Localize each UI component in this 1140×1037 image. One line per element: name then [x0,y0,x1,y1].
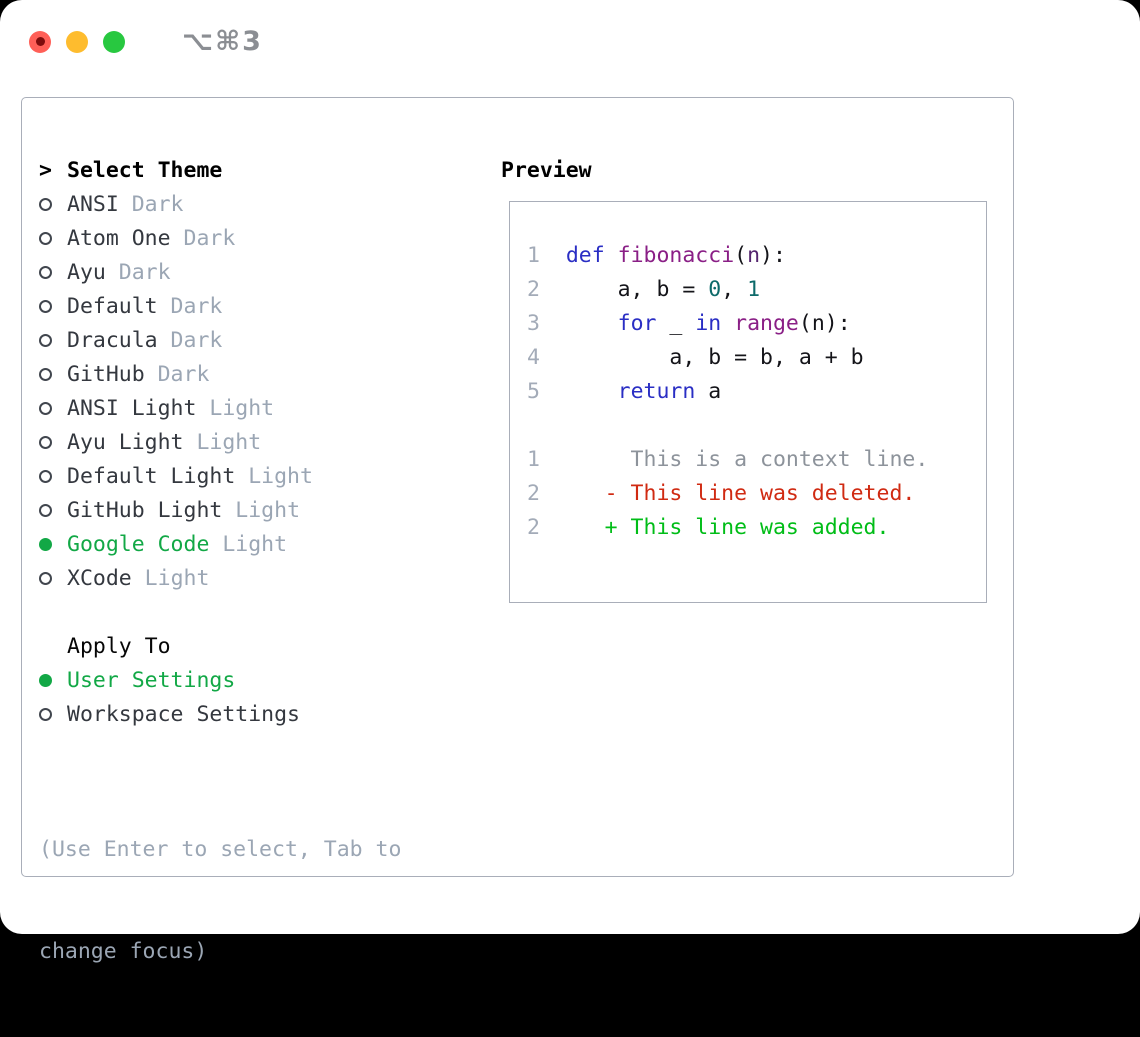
preview-pane: 1 def fibonacci(n): 2 a, b = 0, 1 3 for _ … [509,201,987,603]
close-button[interactable] [29,30,51,53]
code-line: 1 This is a context line. [527,447,929,472]
spacer [39,595,401,629]
theme-option-variant: Dark [170,225,236,251]
theme-option-name: GitHub [67,361,145,387]
apply-to-option[interactable]: User Settings [39,663,401,697]
theme-option[interactable]: XCode Light [39,561,401,595]
code-preview: 1 def fibonacci(n): 2 a, b = 0, 1 3 for _ … [510,202,986,545]
radio-icon [39,707,67,721]
code-line: 2 a, b = 0, 1 [527,277,761,302]
theme-option-variant: Light [235,463,313,489]
radio-icon [39,435,67,449]
theme-option-name: ANSI Light [67,395,197,421]
theme-option-name: Default [67,293,158,319]
radio-icon [39,265,67,279]
theme-option-variant: Light [183,429,262,455]
radio-icon [39,367,67,381]
radio-icon [39,299,67,313]
cursor-caret-icon: > [39,157,52,183]
code-line [527,409,986,443]
apply-to-option-label: User Settings [67,667,236,693]
apply-to-header: Apply To [39,629,401,663]
theme-option[interactable]: Atom One Dark [39,221,401,255]
apply-to-option-label: Workspace Settings [67,701,300,727]
theme-option-name: Dracula [67,327,158,353]
radio-icon [39,401,67,415]
minimize-button[interactable] [66,30,88,53]
theme-option-variant: Dark [157,327,223,353]
zoom-button[interactable] [103,30,125,53]
code-line: 2 + This line was added. [527,515,890,540]
radio-icon [39,469,67,483]
hint-line-2: change focus) [39,939,208,964]
theme-option-variant: Dark [118,191,184,217]
theme-option-variant: Light [222,497,301,523]
theme-option-variant: Light [209,531,288,557]
theme-option-name: Ayu [67,259,106,285]
theme-option[interactable]: Dracula Dark [39,323,401,357]
theme-option[interactable]: Ayu Light Light [39,425,401,459]
theme-option-name: XCode [67,565,132,591]
theme-option-name: Atom One [67,225,171,251]
theme-option[interactable]: ANSI Dark [39,187,401,221]
theme-option[interactable]: ANSI Light Light [39,391,401,425]
radio-selected-icon [39,673,67,687]
theme-option-variant: Light [131,565,210,591]
close-dot-icon [35,37,45,46]
code-line: 1 def fibonacci(n): [527,243,786,268]
radio-icon [39,231,67,245]
theme-option-name: ANSI [67,191,119,217]
radio-icon [39,197,67,211]
apply-to-header-label: Apply To [67,633,171,659]
radio-icon [39,503,67,517]
theme-option-name: Ayu Light [67,429,184,455]
select-theme-header: > Select Theme [39,153,401,187]
theme-option[interactable]: GitHub Light Light [39,493,401,527]
theme-option[interactable]: Google Code Light [39,527,401,561]
radio-icon [39,333,67,347]
theme-option-name: Default Light [67,463,236,489]
theme-option-variant: Dark [105,259,171,285]
theme-option-variant: Light [196,395,275,421]
theme-option[interactable]: GitHub Dark [39,357,401,391]
theme-option-name: Google Code [67,531,210,557]
radio-selected-icon [39,537,67,551]
preview-header: Preview [501,157,592,183]
theme-option[interactable]: Default Light Light [39,459,401,493]
hint-line-1: (Use Enter to select, Tab to [39,837,402,862]
window-title: ⌥⌘3 [182,26,263,57]
theme-option[interactable]: Default Dark [39,289,401,323]
code-line: 4 a, b = b, a + b [527,345,864,370]
code-line: 2 - This line was deleted. [527,481,916,506]
select-theme-header-label: Select Theme [67,157,223,183]
theme-option-variant: Dark [157,293,223,319]
theme-option-name: GitHub Light [67,497,223,523]
theme-option[interactable]: Ayu Dark [39,255,401,289]
keyboard-hint: (Use Enter to select, Tab to change focu… [39,765,401,1037]
radio-icon [39,571,67,585]
code-line: 3 for _ in range(n): [527,311,851,336]
code-line: 5 return a [527,379,722,404]
apply-to-option[interactable]: Workspace Settings [39,697,401,731]
titlebar: ⌥⌘3 [29,26,263,57]
theme-option-variant: Dark [144,361,210,387]
